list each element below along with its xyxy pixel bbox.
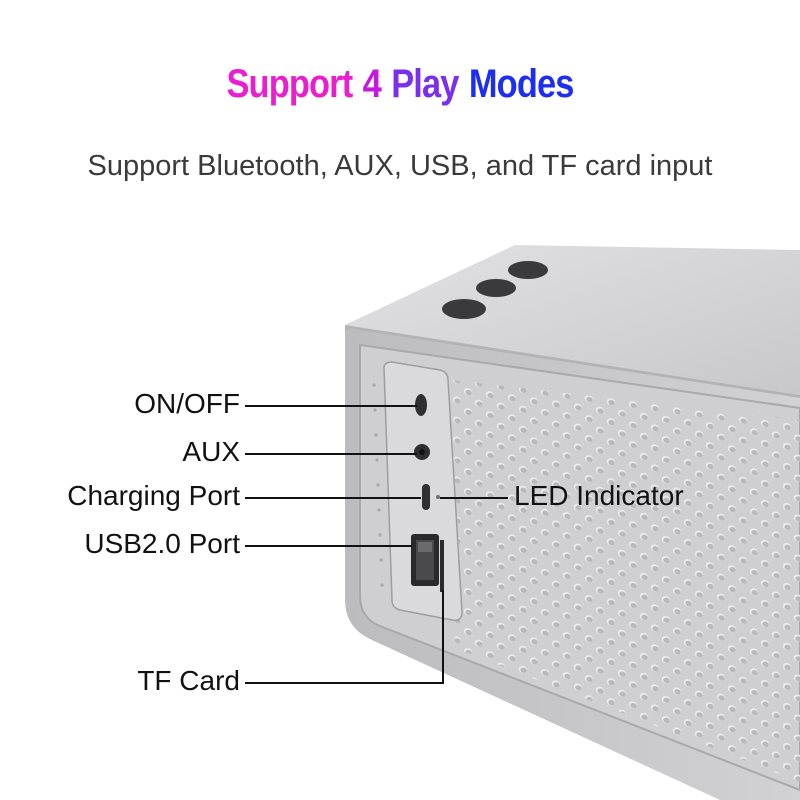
top-button-1	[508, 261, 548, 279]
tf-line-vertical	[442, 590, 444, 683]
title-word-3: Play	[391, 62, 459, 106]
led-line	[440, 497, 508, 499]
speaker-top-surface	[345, 245, 800, 395]
usb-port-label: USB2.0 Port	[84, 528, 240, 559]
speaker-grille	[452, 380, 800, 782]
on-off-line	[245, 405, 417, 407]
title-word-4: Modes	[468, 62, 575, 106]
tf-card-label: TF Card	[137, 665, 240, 696]
power-switch	[415, 394, 427, 416]
tf-line-horizontal	[245, 682, 444, 684]
usb-line	[245, 545, 412, 547]
top-button-2	[476, 279, 516, 297]
title-word-1: Support	[226, 62, 353, 106]
title-word-2: 4	[362, 62, 382, 106]
led-indicator-label: LED Indicator	[514, 480, 684, 511]
side-dots	[372, 383, 384, 587]
aux-line	[245, 453, 417, 455]
aux-label: AUX	[182, 436, 240, 467]
top-button-3	[442, 299, 486, 319]
tf-card-slot	[440, 540, 444, 592]
charging-line	[245, 497, 421, 499]
on-off-label: ON/OFF	[134, 388, 240, 419]
led-light	[436, 495, 440, 499]
page-subtitle: Support Bluetooth, AUX, USB, and TF card…	[87, 150, 713, 182]
charging-port	[422, 484, 430, 510]
charging-port-label: Charging Port	[67, 480, 240, 511]
